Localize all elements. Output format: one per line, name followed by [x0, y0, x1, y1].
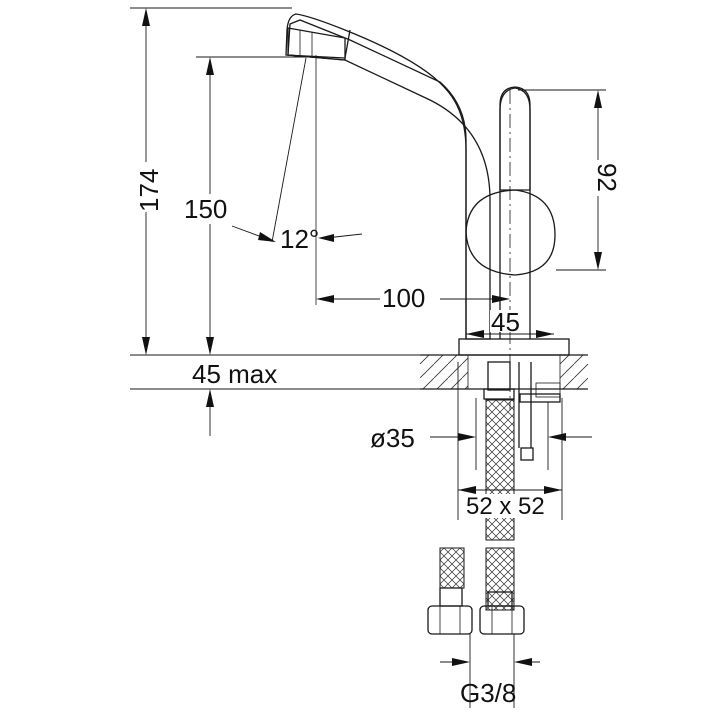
dim-angle-12: 12°: [231, 57, 363, 254]
label-diameter-35: ø35: [370, 423, 415, 453]
label-150: 150: [184, 194, 227, 224]
dim-height-174: 174: [130, 7, 420, 356]
label-174: 174: [134, 169, 164, 212]
label-12-degrees: 12°: [280, 224, 319, 254]
dim-height-150: 150: [182, 56, 318, 355]
dim-reach-100: 100: [316, 283, 510, 314]
center-lines: [315, 55, 511, 410]
dim-handle-92: 92: [518, 89, 622, 271]
label-g3-8: G3/8: [460, 678, 516, 708]
dim-diameter-35: ø35: [370, 398, 592, 470]
countertop: [420, 354, 588, 390]
label-100: 100: [382, 283, 425, 313]
dim-thread-g38: G3/8: [440, 634, 540, 708]
label-52x52: 52 x 52: [466, 493, 545, 520]
label-45-max: 45 max: [192, 359, 277, 389]
faucet-body: [285, 13, 570, 356]
dim-plate-52x52: 52 x 52: [457, 362, 563, 520]
dim-base-45: 45: [466, 307, 554, 338]
mounting-assembly: [483, 361, 561, 461]
label-92: 92: [592, 163, 622, 192]
dim-thickness-45max: 45 max: [130, 359, 420, 436]
label-45: 45: [491, 307, 520, 337]
